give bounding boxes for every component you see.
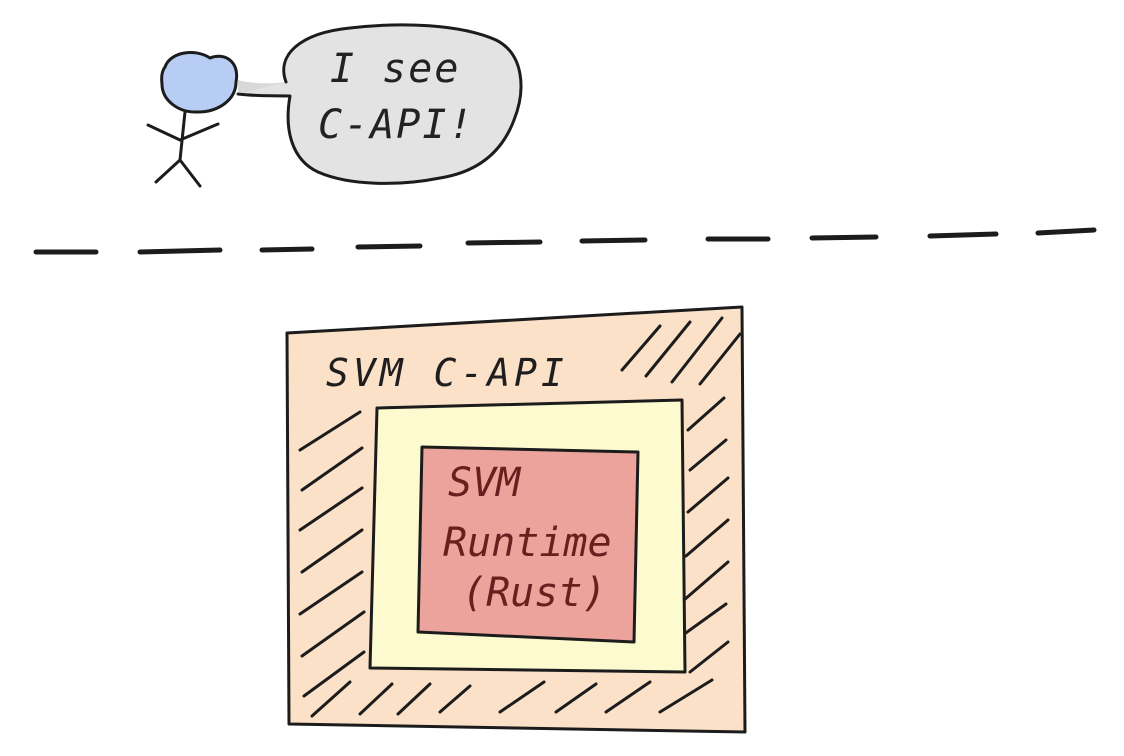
inner-box-svm-runtime: SVM Runtime (Rust) [416,445,640,644]
outer-box-label: SVM C-API [326,351,568,395]
stick-figure-icon [146,51,239,188]
inner-box-line-2: Runtime [443,520,612,566]
dashed-divider [33,227,1097,255]
head-icon [160,51,239,114]
hatch-pattern [298,316,742,718]
speech-line-1: I see [330,46,460,92]
inner-box-line-1: SVM [448,460,522,506]
inner-box-line-3: (Rust) [462,570,607,616]
speech-line-2: C-API! [318,102,475,148]
speech-bubble-icon: I see C-API! [236,23,523,185]
